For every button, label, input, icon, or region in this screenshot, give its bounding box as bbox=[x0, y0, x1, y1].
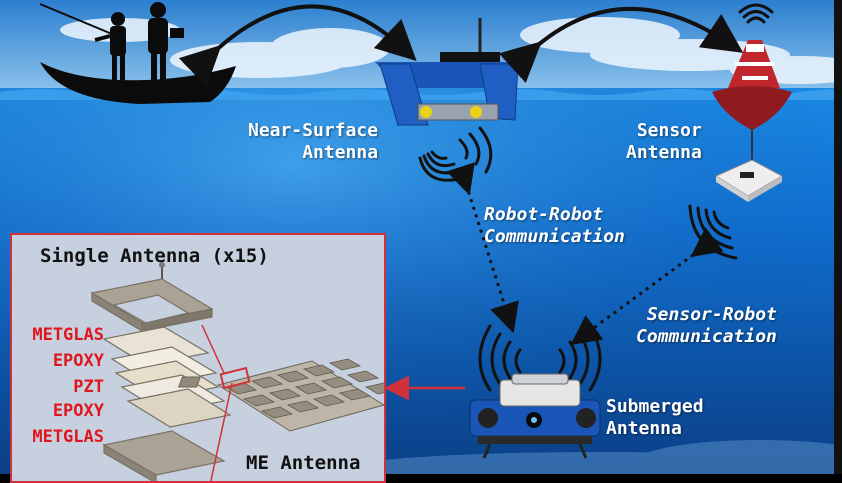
submerged-antenna-label: Submerged Antenna bbox=[606, 396, 704, 439]
antenna-cell bbox=[346, 370, 380, 383]
sensor-robot-link bbox=[570, 227, 724, 346]
antenna-cell bbox=[242, 394, 276, 407]
antenna-cell bbox=[312, 394, 346, 407]
inset-title: Single Antenna (x15) bbox=[40, 245, 269, 267]
sensor-antenna-label: Sensor Antenna bbox=[626, 120, 702, 163]
fishing-boat bbox=[39, 2, 236, 104]
array-cells bbox=[224, 358, 384, 419]
antenna-cell bbox=[286, 400, 320, 413]
antenna-cell bbox=[302, 364, 336, 377]
layer-label-metglas-top: METGLAS bbox=[32, 325, 104, 345]
layer-label-epoxy-bottom: EPOXY bbox=[52, 401, 104, 421]
antenna-cell bbox=[276, 370, 310, 383]
antenna-cell bbox=[268, 388, 302, 401]
boat-vessel-arrow bbox=[178, 4, 417, 88]
wifi-signal-icon bbox=[738, 3, 774, 24]
me-antenna-array bbox=[177, 360, 384, 432]
antenna-detail-inset: Single Antenna (x15) bbox=[10, 233, 386, 483]
frame-edge bbox=[834, 0, 842, 474]
submerged-robot bbox=[469, 373, 601, 459]
robot-robot-link bbox=[446, 162, 519, 334]
antenna-cell bbox=[260, 406, 294, 419]
vessel-buoy-arrow bbox=[498, 7, 744, 83]
sensor-robot-label: Sensor-Robot Communication bbox=[636, 304, 777, 347]
layer-label-pzt: PZT bbox=[73, 377, 104, 397]
antenna-cell bbox=[338, 388, 372, 401]
antenna-cell bbox=[294, 382, 328, 395]
antenna-cell bbox=[250, 376, 284, 389]
seafloor-texture bbox=[340, 440, 842, 474]
layer-stack bbox=[90, 278, 232, 481]
layer-label-epoxy-top: EPOXY bbox=[52, 351, 104, 371]
antenna-cell bbox=[364, 382, 384, 395]
antenna-cell bbox=[320, 376, 354, 389]
near-surface-antenna-label: Near-Surface Antenna bbox=[248, 120, 379, 163]
antenna-cell bbox=[328, 358, 362, 371]
layer-label-metglas-bottom: METGLAS bbox=[32, 427, 104, 447]
submerged-signal-icon bbox=[478, 324, 602, 392]
me-antenna-label: ME Antenna bbox=[246, 452, 361, 474]
robot-robot-label: Robot-Robot Communication bbox=[484, 204, 625, 247]
selected-cell-highlight bbox=[219, 366, 251, 390]
antenna-layers-graphic bbox=[90, 262, 384, 481]
